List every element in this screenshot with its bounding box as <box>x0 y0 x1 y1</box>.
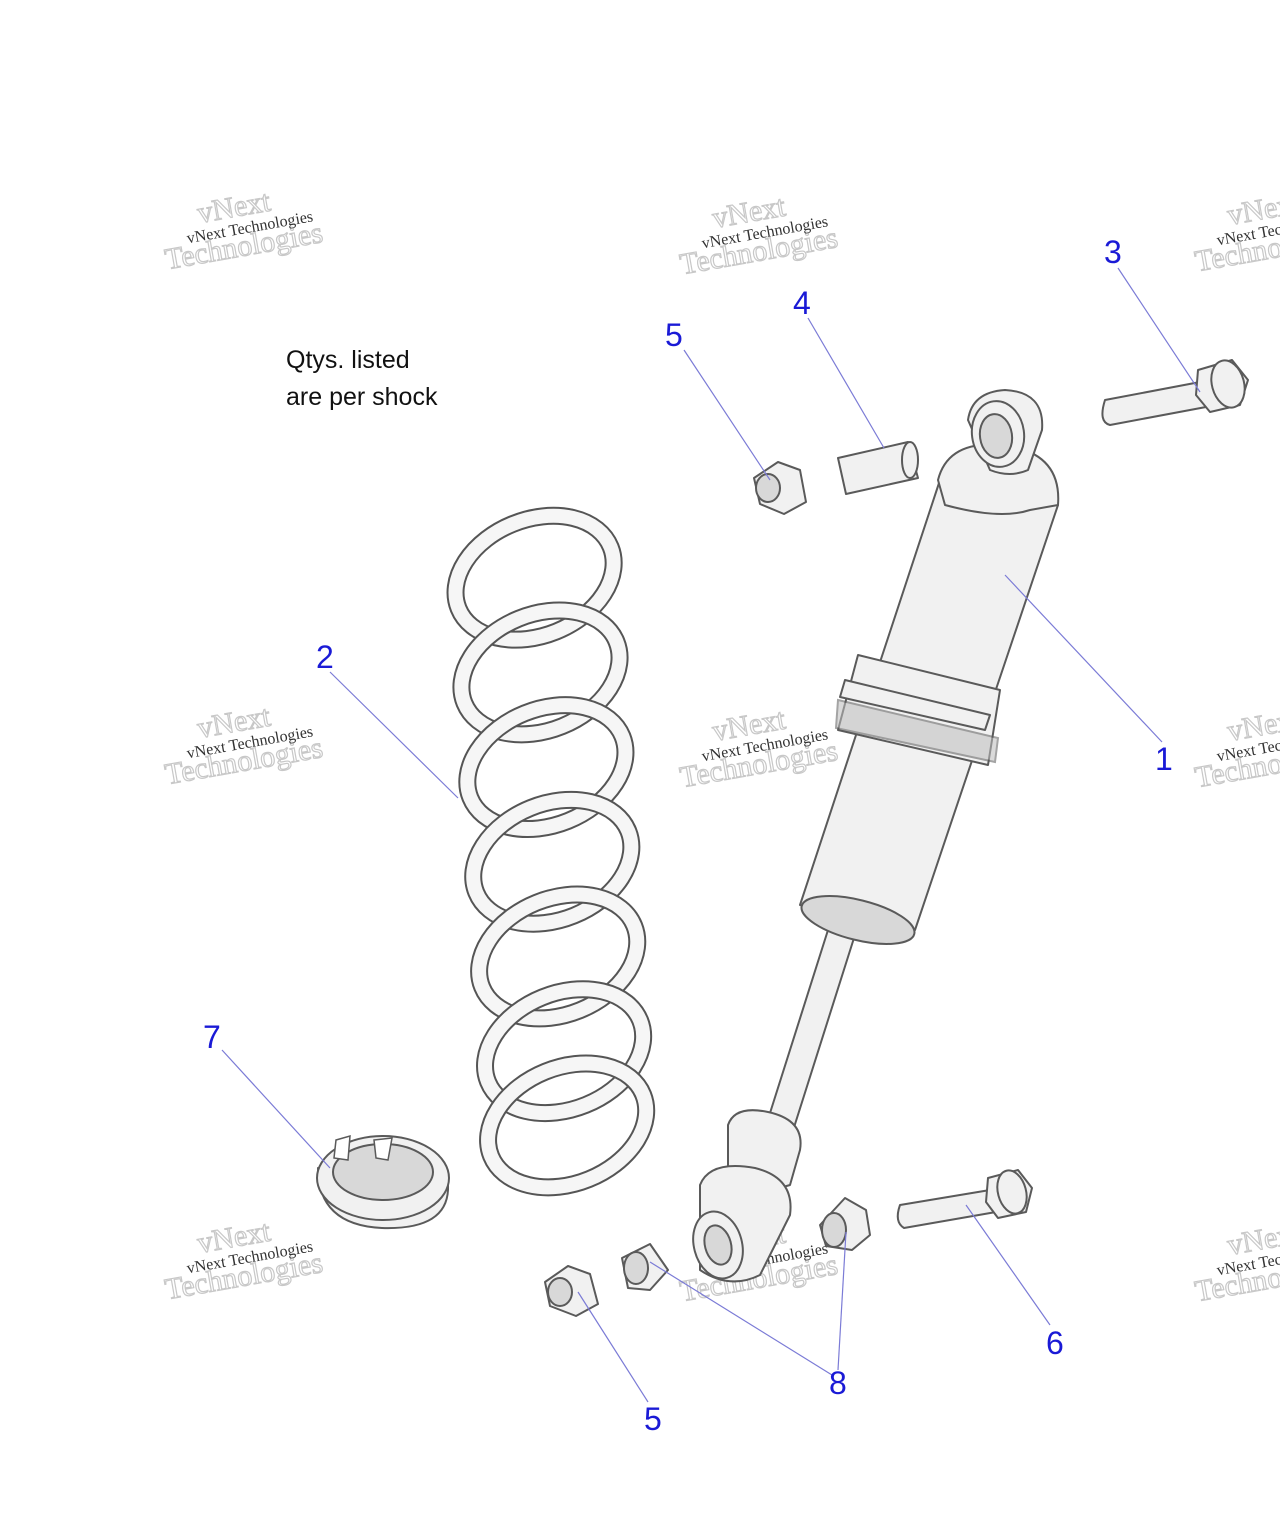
spring-retainer-cup <box>316 1134 450 1230</box>
watermark: vNext Technologies vNext Technologies <box>162 1214 326 1307</box>
callout-4: 4 <box>793 285 811 321</box>
watermark: vNext Technologies vNext Technologies <box>677 702 841 795</box>
upper-bolt <box>1101 359 1249 426</box>
callout-8: 8 <box>829 1365 847 1401</box>
watermark: vNext Technologies vNext Technologies <box>1192 702 1280 795</box>
callout-6: 6 <box>1046 1325 1064 1361</box>
quantity-note-line2: are per shock <box>286 383 438 411</box>
upper-spacer <box>837 441 919 495</box>
callout-7: 7 <box>203 1019 221 1055</box>
watermark: vNext Technologies vNext Technologies <box>1192 1216 1280 1309</box>
watermark: vNext Technologies vNext Technologies <box>162 699 326 792</box>
coil-spring <box>446 506 656 1197</box>
lower-bolt <box>896 1169 1033 1229</box>
callout-3: 3 <box>1104 234 1122 270</box>
callout-1: 1 <box>1155 741 1173 777</box>
lower-nut <box>544 1265 599 1317</box>
quantity-note-line1: Qtys. listed <box>286 346 410 374</box>
callout-5-upper: 5 <box>665 317 683 353</box>
leader-lines <box>221 267 1201 1403</box>
watermark: vNext Technologies vNext Technologies <box>677 189 841 282</box>
callout-2: 2 <box>316 639 334 675</box>
shock-absorber <box>692 389 1060 1283</box>
watermark: vNext Technologies vNext Technologies <box>1192 186 1280 279</box>
callout-5-lower: 5 <box>644 1401 662 1437</box>
upper-nut <box>753 461 807 515</box>
lower-spacer-left <box>621 1243 669 1291</box>
lower-spacer-right <box>819 1197 871 1251</box>
watermark: vNext Technologies vNext Technologies <box>162 184 326 277</box>
